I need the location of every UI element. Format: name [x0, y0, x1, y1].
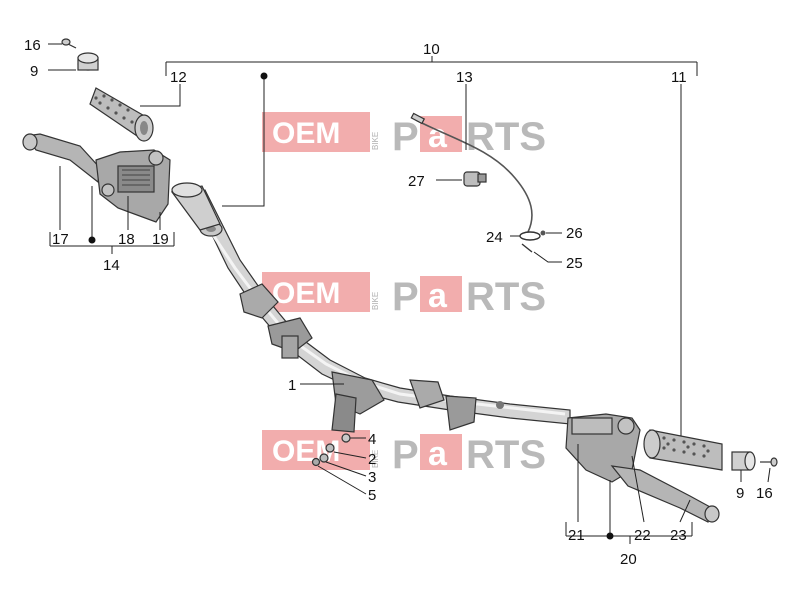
callout-19: 19	[152, 231, 169, 248]
callout-11: 11	[671, 69, 687, 86]
watermark-bike: BIKE	[371, 292, 380, 310]
watermark-bike: BIKE	[371, 132, 380, 150]
watermark-a: a	[428, 277, 448, 315]
callout-23: 23	[670, 527, 687, 544]
callout-17: 17	[52, 231, 69, 248]
watermark-p: P	[392, 115, 419, 159]
right-brake-assembly	[565, 413, 720, 523]
callout-labels: 16 9 10 12 13 11 27 24 26 25 17 18 19 14…	[24, 37, 773, 568]
callout-12: 12	[170, 69, 187, 86]
throttle-cable	[410, 112, 533, 233]
callout-5: 5	[368, 487, 376, 504]
cable-clip	[463, 171, 487, 187]
callout-26: 26	[566, 225, 583, 242]
left-brake-assembly	[22, 133, 171, 223]
callout-21: 21	[568, 527, 585, 544]
watermark-bike: BIKE	[371, 450, 380, 468]
right-grip	[643, 429, 723, 471]
watermark-a: a	[428, 117, 448, 155]
callout-2: 2	[368, 451, 376, 468]
callout-10: 10	[423, 41, 440, 58]
watermark-rts: RTS	[466, 115, 546, 159]
handlebar	[170, 182, 571, 433]
callout-18: 18	[118, 231, 135, 248]
watermark-p: P	[392, 433, 419, 477]
watermark-p: P	[392, 275, 419, 319]
callout-9-right: 9	[736, 485, 744, 502]
leader-lines	[48, 43, 771, 544]
callout-16-left: 16	[24, 37, 41, 54]
callout-3: 3	[368, 469, 376, 486]
callout-20: 20	[620, 551, 637, 568]
clamp-fasteners	[311, 433, 351, 467]
watermark-oem: OEM	[272, 277, 340, 310]
watermark-a: a	[428, 435, 448, 473]
left-grip	[89, 87, 154, 142]
watermark-bottom: OEM BIKE P a RTS	[262, 430, 546, 477]
watermark-oem: OEM	[272, 117, 340, 150]
callout-22: 22	[634, 527, 651, 544]
left-bar-end	[61, 38, 99, 71]
watermark-middle: OEM BIKE P a RTS	[262, 272, 546, 319]
callout-14: 14	[103, 257, 120, 274]
right-bar-end	[731, 451, 778, 471]
watermark-rts: RTS	[466, 275, 546, 319]
callout-24: 24	[486, 229, 503, 246]
callout-16-right: 16	[756, 485, 773, 502]
callout-27: 27	[408, 173, 425, 190]
callout-13: 13	[456, 69, 473, 86]
cable-fasteners	[519, 230, 546, 253]
callout-1: 1	[288, 377, 296, 394]
callout-9-left: 9	[30, 63, 38, 80]
watermark-top: OEM BIKE P a RTS	[262, 112, 546, 159]
callout-25: 25	[566, 255, 583, 272]
watermark-rts: RTS	[466, 433, 546, 477]
callout-4: 4	[368, 431, 376, 448]
